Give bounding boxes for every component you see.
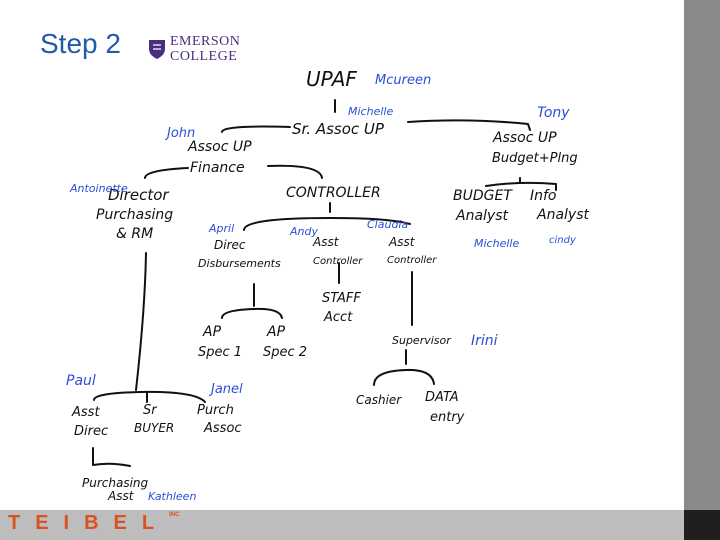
node-asst-controller-2-title-1: Asst	[388, 235, 416, 249]
node-budget-analyst-1: BUDGET	[453, 188, 513, 204]
node-upaf-name: Mcureen	[375, 73, 431, 88]
node-supervisor-name: Irini	[471, 333, 498, 349]
node-budget-analyst-name: Michelle	[474, 237, 519, 250]
node-cashier-title: Cashier	[356, 393, 402, 407]
node-purchasing-asst-name: Kathleen	[148, 490, 196, 503]
node-data-entry-1: DATA	[425, 390, 459, 405]
node-controller-title: CONTROLLER	[286, 185, 381, 201]
footer-bar	[0, 510, 684, 540]
node-ap-spec-2-title-2: Spec 2	[263, 345, 307, 360]
node-asst-controller-2-title-2: Controller	[387, 255, 437, 266]
logo-line-2: COLLEGE	[170, 49, 238, 64]
node-purch-assoc-name: Janel	[208, 382, 243, 397]
node-asst-direc-1: Asst	[71, 405, 100, 420]
node-staff-acct-1: STAFF	[322, 291, 361, 306]
node-asst-direc-2: Direc	[74, 424, 108, 439]
node-director-name: Antoinette	[69, 182, 128, 195]
node-ap-spec-1-title-1: AP	[202, 324, 222, 340]
node-purch-assoc-2: Assoc	[203, 421, 242, 436]
slide-title: Step 2	[40, 28, 121, 59]
node-info-analyst-name: cindy	[549, 235, 577, 246]
node-upaf: UPAF	[306, 67, 357, 91]
node-upaf-title: UPAF	[306, 67, 357, 91]
node-sr-buyer-2: BUYER	[134, 421, 174, 435]
node-asst-direc-name: Paul	[66, 373, 96, 389]
node-asst-controller-1-name: Andy	[289, 225, 318, 238]
node-purch-assoc-1: Purch	[197, 403, 234, 418]
node-budget-title-1: Assoc UP	[492, 130, 557, 146]
node-finance-name: John	[164, 126, 195, 141]
node-staff-acct-2: Acct	[323, 310, 353, 325]
footer-corner	[684, 510, 720, 540]
org-chart-diagram: UPAF Mcureen Sr. Assoc UP Michelle Assoc…	[66, 67, 589, 503]
node-ap-spec-1-title-2: Spec 1	[198, 345, 242, 360]
connector-lines	[92, 99, 557, 467]
node-disbursements-1: Direc	[214, 238, 246, 252]
node-ap-spec-2-title-1: AP	[266, 324, 286, 340]
node-disbursements-2: Disbursements	[198, 257, 281, 270]
node-director-title-1: Director	[108, 186, 169, 204]
node-info-analyst-2: Analyst	[536, 207, 589, 223]
node-purchasing-asst-1: Purchasing	[82, 476, 149, 490]
node-asst-controller-1-title-2: Controller	[313, 256, 363, 267]
node-budget-analyst-2: Analyst	[455, 208, 508, 224]
node-finance-title-1: Assoc UP	[187, 139, 252, 155]
node-asst-controller-2-name: Claudia	[367, 218, 408, 231]
right-side-bar	[684, 0, 720, 540]
node-director-title-3: & RM	[116, 226, 153, 242]
node-purchasing-asst-2: Asst	[107, 489, 135, 503]
node-sr-assoc-title: Sr. Assoc UP	[292, 120, 385, 138]
node-info-analyst-1: Info	[530, 188, 557, 204]
node-sr-assoc-name: Michelle	[348, 105, 393, 118]
node-disbursements-name: April	[208, 222, 234, 235]
node-data-entry-2: entry	[430, 410, 465, 425]
node-budget-title-2: Budget+Plng	[492, 151, 578, 166]
teibel-logo: TEIBELINC	[8, 512, 180, 534]
node-sr-buyer-1: Sr	[143, 403, 158, 418]
logo-line-1: EMERSON	[170, 34, 241, 49]
node-supervisor-title: Supervisor	[392, 334, 452, 347]
teibel-logo-mark: INC	[169, 512, 180, 518]
shield-icon	[149, 40, 165, 59]
node-asst-controller-1-title-1: Asst	[312, 235, 340, 249]
node-director-title-2: Purchasing	[96, 207, 173, 223]
node-budget-name: Tony	[537, 105, 570, 121]
node-finance-title-2: Finance	[190, 160, 245, 176]
